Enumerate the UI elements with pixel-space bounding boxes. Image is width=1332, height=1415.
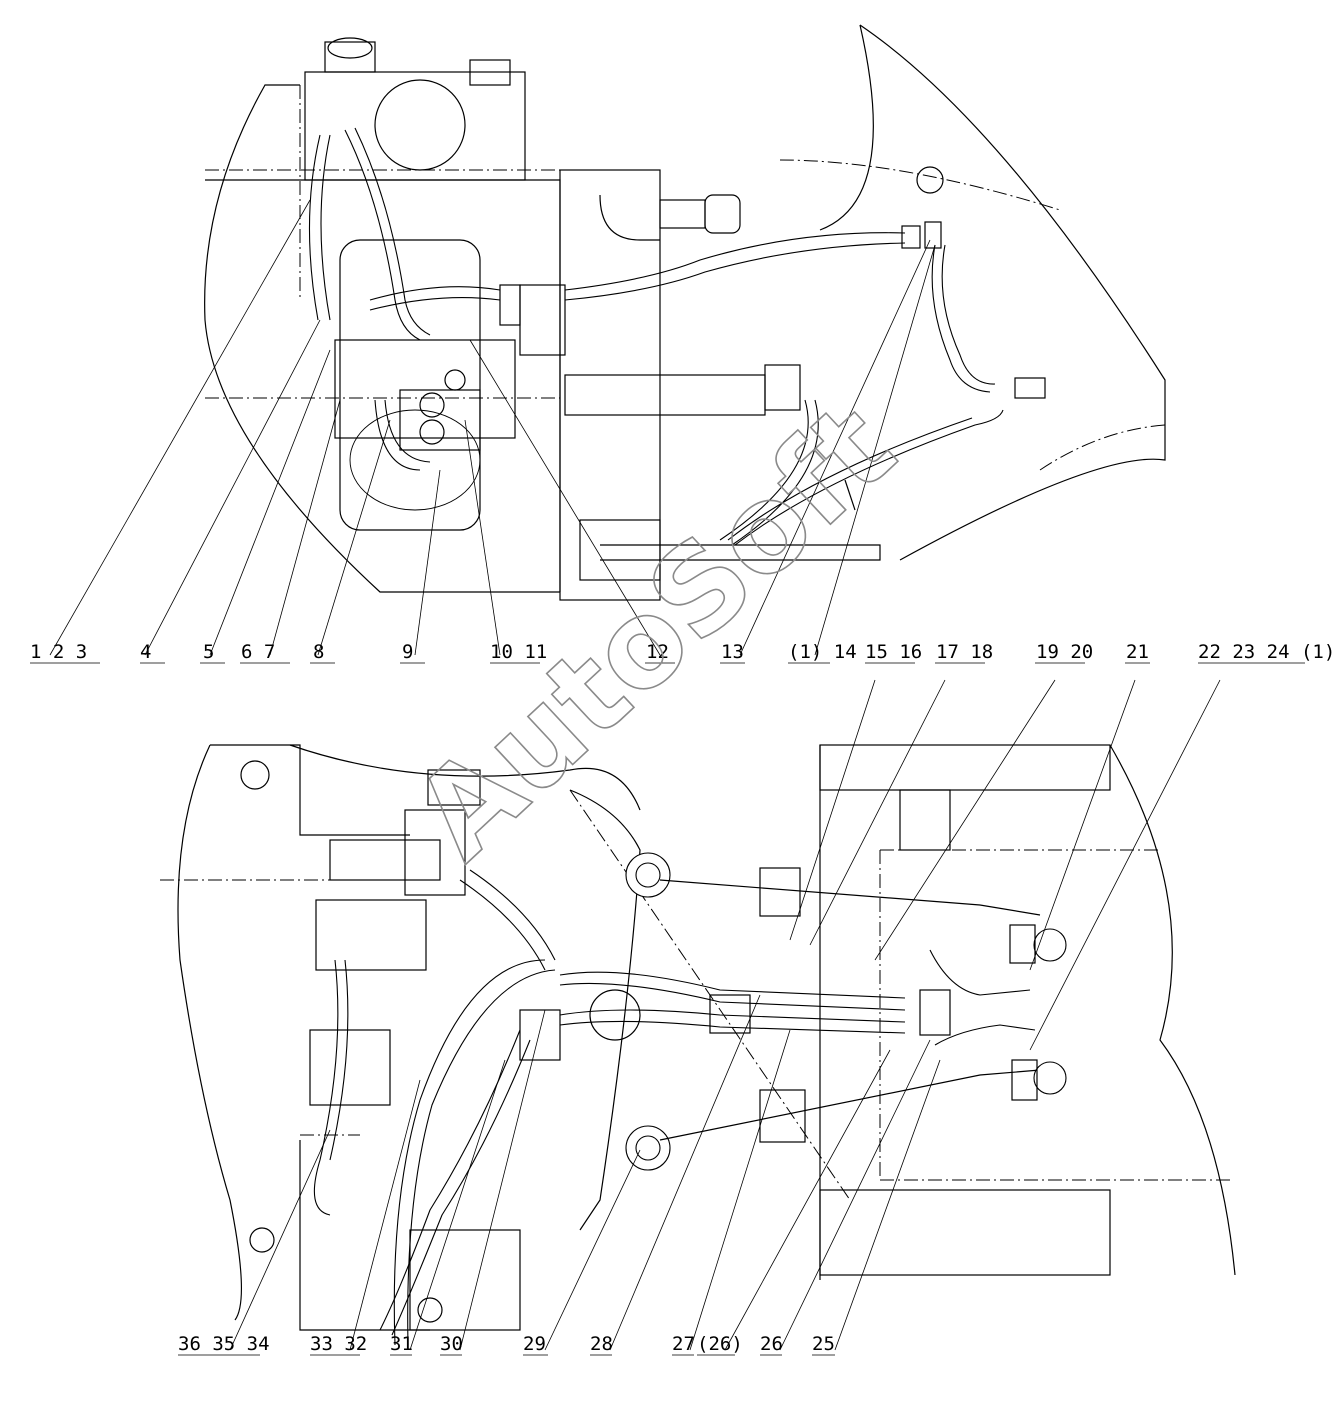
- callout-6-7: 6 7: [241, 641, 275, 663]
- callout-33-32: 33 32: [310, 1333, 367, 1355]
- callout-36-35-34: 36 35 34: [178, 1333, 270, 1355]
- callout-19-20: 19 20: [1036, 641, 1093, 663]
- callout-26-paren: (26): [697, 1333, 743, 1355]
- callout-12: 12: [646, 641, 669, 663]
- callout-26: 26: [760, 1333, 783, 1355]
- callout-9: 9: [402, 641, 413, 663]
- callout-1-14: (1) 14: [788, 641, 857, 663]
- callout-29: 29: [523, 1333, 546, 1355]
- callout-15-16: 15 16: [865, 641, 922, 663]
- callout-28: 28: [590, 1333, 613, 1355]
- callout-31: 31: [390, 1333, 413, 1355]
- callout-10-11: 10 11: [490, 641, 547, 663]
- callout-21: 21: [1126, 641, 1149, 663]
- callout-25: 25: [812, 1333, 835, 1355]
- callout-8: 8: [313, 641, 324, 663]
- callout-22-23-24-1: 22 23 24 (1): [1198, 641, 1332, 663]
- bottom-callouts: 36 35 34 33 32 31 30 29 28 27 (26) 26 25: [178, 1333, 835, 1356]
- watermark: AutoSoft: [390, 378, 921, 887]
- callout-5: 5: [203, 641, 214, 663]
- callout-4: 4: [140, 641, 151, 663]
- callout-1-2-3: 1 2 3: [30, 641, 87, 663]
- callout-13: 13: [721, 641, 744, 663]
- callout-30: 30: [440, 1333, 463, 1355]
- bottom-view: [160, 679, 1236, 1351]
- callout-17-18: 17 18: [936, 641, 993, 663]
- callout-27: 27: [672, 1333, 695, 1355]
- top-callouts: 1 2 3 4 5 6 7 8 9 10 11 12 13 (1) 14 15 …: [30, 641, 1332, 664]
- top-view: [49, 24, 1166, 656]
